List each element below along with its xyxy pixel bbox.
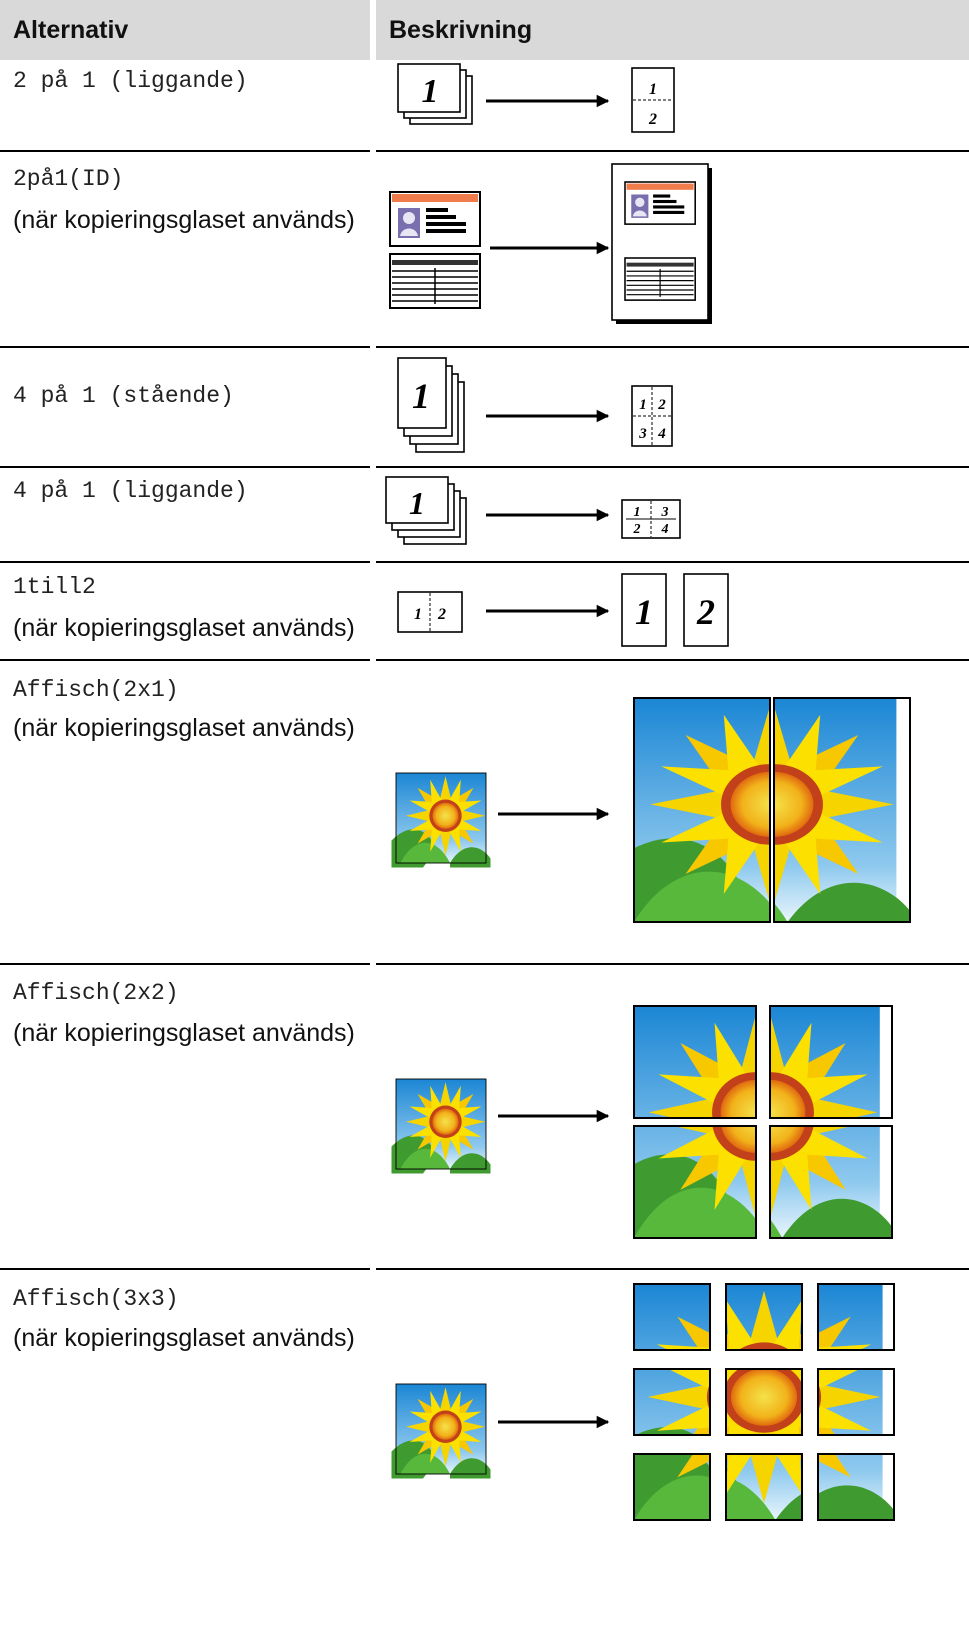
stack-page — [385, 476, 449, 524]
header-description: Beskrivning — [376, 0, 969, 60]
poster-tile-border — [633, 1453, 711, 1521]
id-card-front — [389, 191, 481, 247]
output-page — [621, 573, 667, 647]
option-note: (när kopieringsglaset används) — [13, 1019, 355, 1047]
option-2in1-landscape: 2 på 1 (liggande) — [13, 68, 248, 94]
page-number: 1 — [409, 485, 425, 521]
row-divider — [376, 561, 969, 563]
page-number: 3 — [638, 426, 647, 442]
row-divider — [376, 466, 969, 468]
figure-4in1-portrait: 1 1 2 3 4 — [397, 357, 673, 453]
figure-poster-2x2 — [391, 1005, 893, 1239]
row-divider — [0, 466, 370, 468]
row-divider — [0, 561, 370, 563]
option-4in1-landscape: 4 på 1 (liggande) — [13, 478, 248, 504]
page-number: 2 — [648, 111, 657, 128]
row-divider — [376, 346, 969, 348]
figure-poster-3x3 — [391, 1283, 895, 1521]
source-image — [391, 1383, 491, 1479]
poster-tile-border — [725, 1368, 803, 1436]
figure-2in1-id — [389, 163, 712, 324]
option-note: (när kopieringsglaset används) — [13, 1324, 355, 1352]
poster-tile-border — [633, 1368, 711, 1436]
page-number: 1 — [414, 606, 422, 623]
option-1to2: 1till2 — [13, 574, 96, 600]
poster-tile-border — [817, 1283, 895, 1351]
row-divider — [0, 659, 370, 661]
row-divider — [0, 1268, 370, 1270]
row-divider — [0, 346, 370, 348]
output-page — [683, 573, 729, 647]
id-card-front — [624, 181, 696, 225]
page-number: 1 — [649, 81, 657, 98]
poster-tile-border — [725, 1283, 803, 1351]
poster-grid — [633, 1283, 895, 1521]
id-card-back — [389, 253, 481, 309]
stack-page — [397, 63, 461, 113]
option-poster-2x1: Affisch(2x1) — [13, 677, 179, 703]
row-divider — [376, 659, 969, 661]
option-note: (när kopieringsglaset används) — [13, 206, 355, 234]
figure-poster-2x1 — [391, 697, 911, 923]
page-number: 2 — [437, 606, 446, 623]
page-number: 2 — [696, 592, 715, 632]
page-number: 1 — [635, 592, 653, 632]
option-2in1-id: 2på1(ID) — [13, 166, 124, 192]
stack-page — [397, 357, 447, 429]
poster-tile-border — [633, 1283, 711, 1351]
option-4in1-portrait: 4 på 1 (stående) — [13, 383, 234, 409]
option-poster-3x3: Affisch(3x3) — [13, 1286, 179, 1312]
option-note: (när kopieringsglaset används) — [13, 614, 355, 642]
poster-tile-border — [817, 1368, 895, 1436]
source-image — [391, 1078, 491, 1174]
page-number: 1 — [639, 397, 647, 413]
figure-1to2: 1 2 1 2 — [397, 573, 729, 647]
id-card-back — [624, 257, 696, 301]
page-number: 3 — [661, 505, 669, 520]
figure-4in1-landscape: 1 1 3 2 4 — [385, 476, 681, 545]
header-option: Alternativ — [0, 0, 370, 60]
row-divider — [0, 963, 370, 965]
figure-2in1-landscape: 1 1 2 — [397, 63, 675, 133]
page-number: 1 — [422, 73, 439, 110]
option-poster-2x2: Affisch(2x2) — [13, 980, 179, 1006]
poster-tile-border — [817, 1453, 895, 1521]
page-number: 2 — [633, 522, 641, 537]
row-divider — [376, 1268, 969, 1270]
row-divider — [376, 150, 969, 152]
row-divider — [376, 963, 969, 965]
page-number: 4 — [661, 522, 669, 537]
page-number: 4 — [657, 426, 666, 442]
page-number: 2 — [657, 397, 666, 413]
page-number: 1 — [634, 505, 641, 520]
row-divider — [0, 150, 370, 152]
page-number: 1 — [412, 376, 430, 416]
option-note: (när kopieringsglaset används) — [13, 714, 355, 742]
source-image — [391, 772, 491, 868]
poster-tile-border — [725, 1453, 803, 1521]
